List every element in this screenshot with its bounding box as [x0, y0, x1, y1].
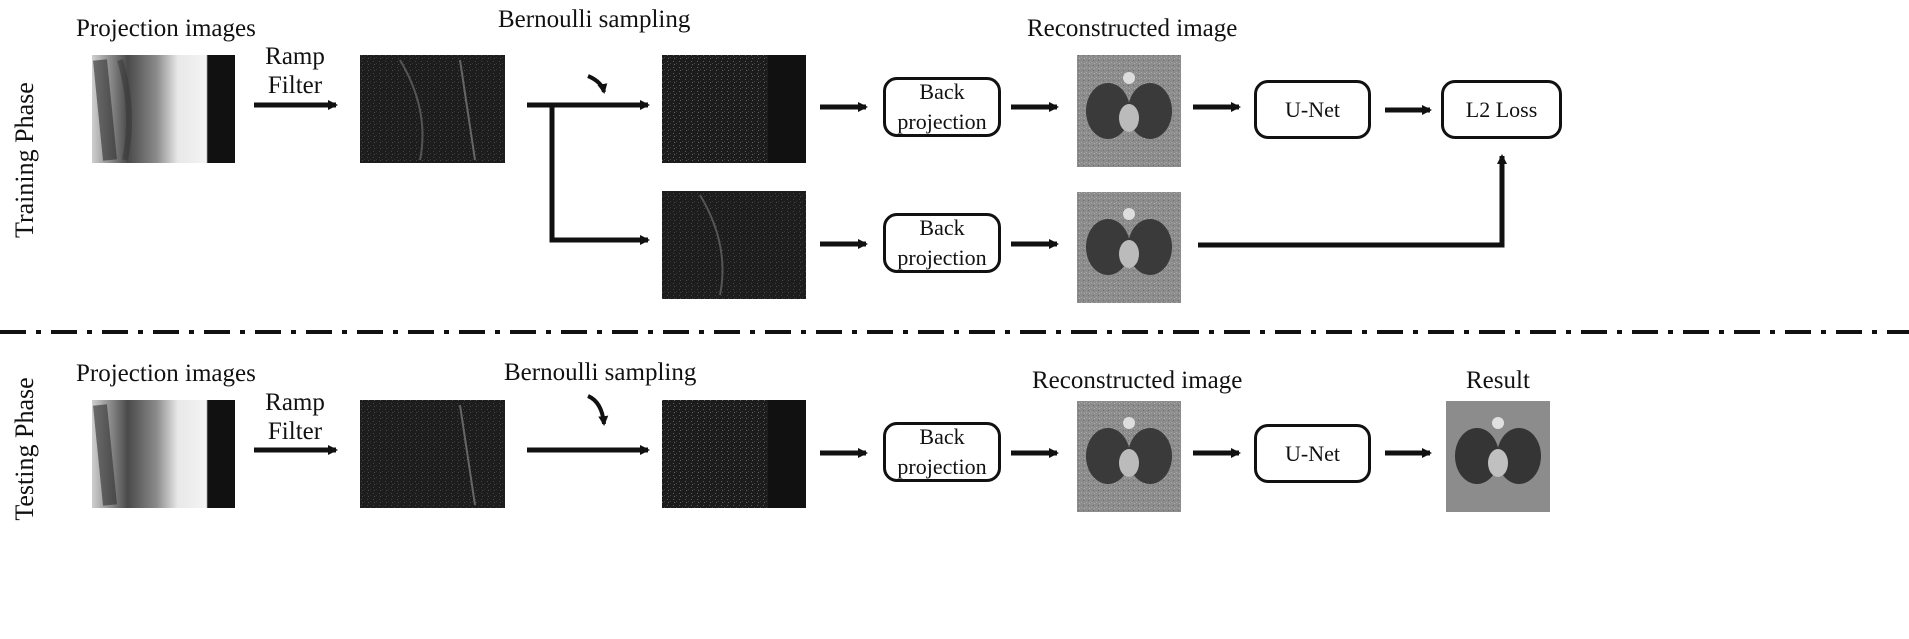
test-unet-box: U-Net [1254, 424, 1371, 483]
box-label-line: Back [919, 424, 965, 449]
test-projection-label: Projection images [76, 360, 256, 387]
train-filtered-image [360, 55, 505, 163]
train-reconstructed-image-bottom [1077, 192, 1181, 303]
result-label: Result [1466, 367, 1530, 394]
train-back-projection-box-1: Back projection [883, 77, 1001, 137]
train-back-projection-box-2: Back projection [883, 213, 1001, 273]
test-filtered-image [360, 400, 505, 508]
testing-arrows [254, 394, 1432, 458]
test-ramp-label-1: Ramp [265, 389, 325, 416]
box-label-line: Back [919, 79, 965, 104]
loss-label: L2 Loss [1465, 96, 1538, 122]
arrow-sample-bottom [549, 105, 650, 245]
train-bernoulli-label: Bernoulli sampling [498, 6, 691, 33]
test-projection-image [92, 400, 235, 508]
training-arrows [254, 74, 1507, 249]
train-sampled-image-top [662, 55, 806, 163]
testing-phase-label: Testing Phase [10, 377, 39, 521]
arrow-to-loss [1198, 154, 1507, 248]
box-label-line: projection [897, 109, 987, 134]
train-projection-image [92, 55, 235, 163]
unet-label: U-Net [1285, 96, 1340, 122]
train-sampled-image-bottom [662, 191, 806, 299]
training-phase-label: Training Phase [10, 82, 39, 238]
box-label-line: projection [897, 245, 987, 270]
train-ramp-label-2: Filter [267, 72, 323, 99]
train-projection-label: Projection images [76, 15, 256, 42]
box-label-line: Back [919, 215, 965, 240]
train-reconstructed-image-top [1077, 55, 1181, 167]
test-bernoulli-label: Bernoulli sampling [504, 359, 697, 386]
test-back-projection-box: Back projection [883, 422, 1001, 482]
unet-label: U-Net [1285, 440, 1340, 466]
l2-loss-box: L2 Loss [1441, 80, 1562, 139]
test-sampled-image [662, 400, 806, 508]
train-unet-box: U-Net [1254, 80, 1371, 139]
box-label-line: projection [897, 454, 987, 479]
test-ramp-label-2: Filter [267, 418, 323, 445]
test-reconstructed-image [1077, 401, 1181, 512]
train-reconstructed-label: Reconstructed image [1027, 15, 1238, 42]
train-ramp-label-1: Ramp [265, 43, 325, 70]
test-reconstructed-label: Reconstructed image [1032, 367, 1243, 394]
arrow-bernoulli-train [587, 74, 608, 94]
test-result-image [1446, 401, 1550, 512]
